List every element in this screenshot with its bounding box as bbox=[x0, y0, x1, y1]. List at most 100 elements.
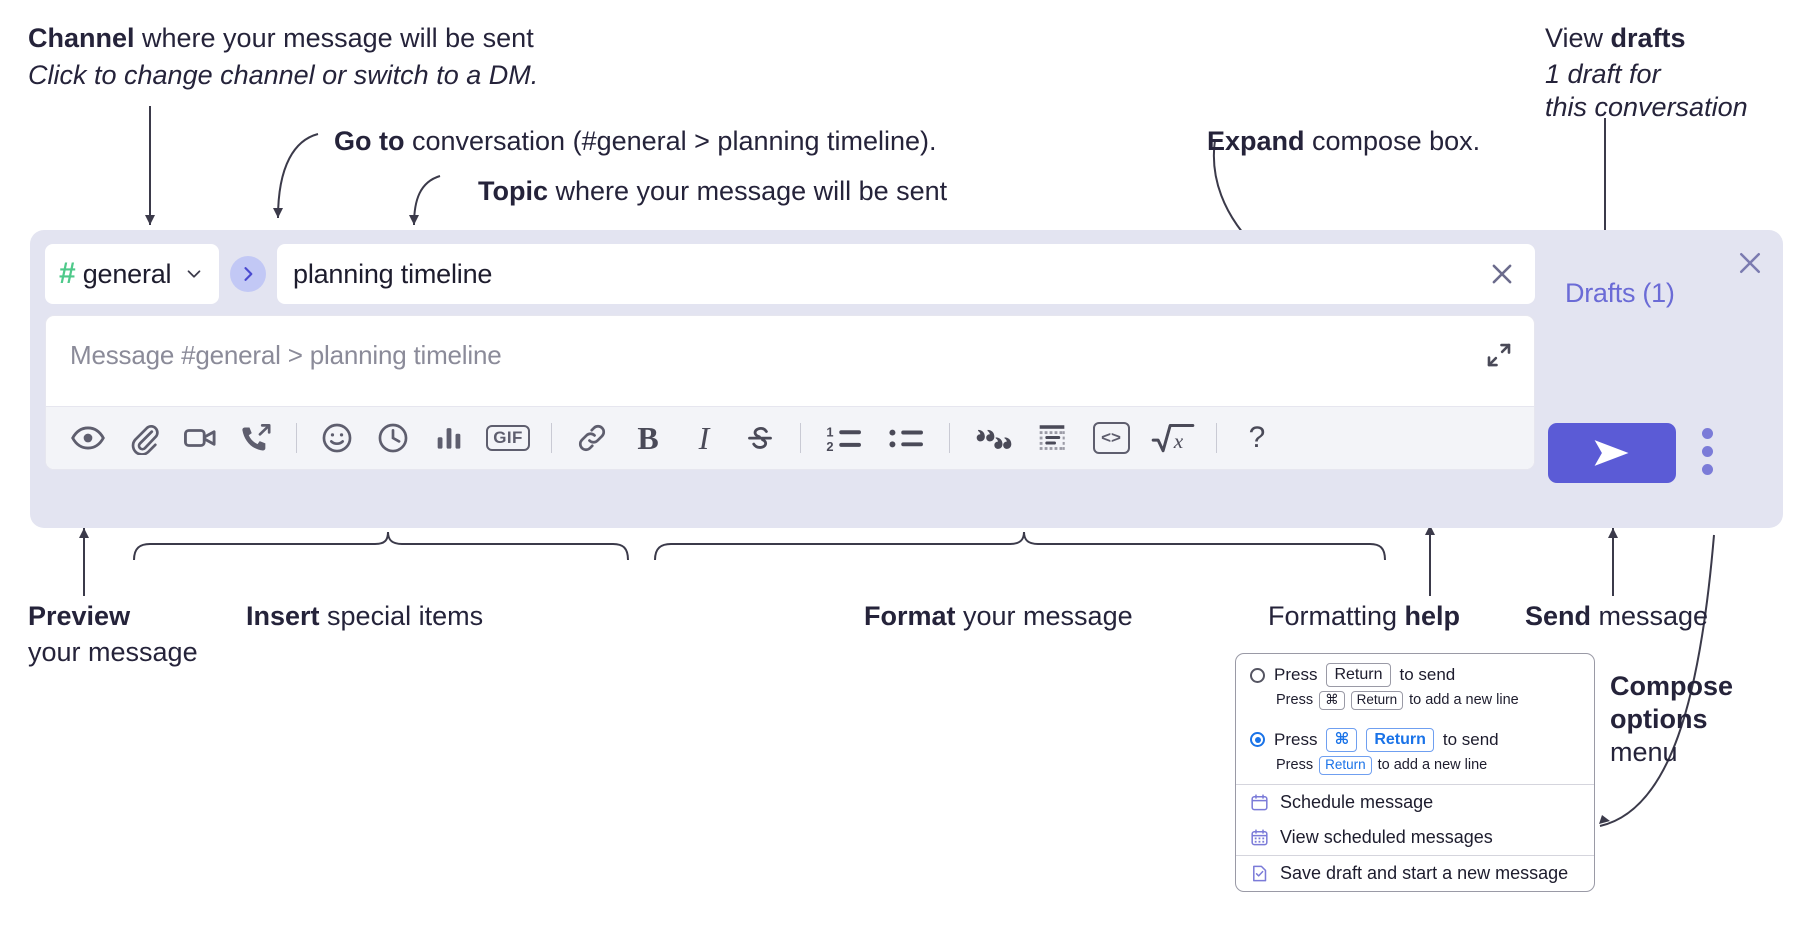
menu-item-view-scheduled-messages[interactable]: View scheduled messages bbox=[1236, 820, 1594, 855]
emoji-icon[interactable] bbox=[309, 415, 365, 461]
menu-item-label: Schedule message bbox=[1280, 791, 1434, 812]
calendar-grid-icon bbox=[1250, 828, 1269, 847]
blockquote-icon[interactable] bbox=[962, 415, 1024, 461]
inline-code-label: <> bbox=[1092, 422, 1130, 454]
toolbar-divider bbox=[949, 423, 950, 453]
annotation-expand: Expand compose box. bbox=[1207, 125, 1480, 158]
radio-option-2-hint: Press Return to add a new line bbox=[1236, 754, 1594, 784]
preview-icon[interactable] bbox=[60, 415, 116, 461]
drafts-link[interactable]: Drafts (1) bbox=[1565, 278, 1675, 308]
help-label: ? bbox=[1248, 421, 1266, 454]
key-return: Return bbox=[1350, 691, 1404, 710]
italic-icon[interactable]: I bbox=[676, 415, 732, 461]
toolbar-divider bbox=[800, 423, 801, 453]
mention-clock-icon[interactable] bbox=[365, 415, 421, 461]
kebab-dot bbox=[1702, 446, 1713, 457]
annotation-compose-bold2: options bbox=[1610, 703, 1708, 734]
bulleted-list-icon[interactable] bbox=[875, 415, 937, 461]
annotation-channel-rest: where your message will be sent bbox=[134, 23, 534, 53]
radio-option-cmd-return-to-send[interactable]: Press ⌘ Return to send bbox=[1236, 719, 1594, 754]
message-placeholder: Message #general > planning timeline bbox=[70, 340, 502, 370]
message-box: Message #general > planning timeline bbox=[45, 315, 1535, 470]
svg-text:x: x bbox=[1173, 429, 1184, 453]
hash-icon: # bbox=[59, 257, 76, 290]
italic-label: I bbox=[698, 420, 710, 456]
chevron-down-icon bbox=[183, 263, 205, 285]
calendar-icon bbox=[1250, 793, 1269, 812]
annotation-topic-rest: where your message will be sent bbox=[548, 176, 948, 206]
ordered-list-icon[interactable]: 1 2 bbox=[813, 415, 875, 461]
audio-clip-icon[interactable] bbox=[228, 415, 284, 461]
menu-item-schedule-message[interactable]: Schedule message bbox=[1236, 785, 1594, 820]
key-return: Return bbox=[1366, 727, 1434, 752]
panel-close-button[interactable] bbox=[1735, 248, 1765, 278]
send-button[interactable] bbox=[1548, 423, 1676, 483]
annotation-goto-bold: Go to bbox=[334, 126, 405, 156]
annotation-send: Send message bbox=[1525, 600, 1708, 633]
chevron-right-icon bbox=[238, 264, 258, 284]
menu-item-label: Save draft and start a new message bbox=[1280, 862, 1569, 883]
annotation-drafts: View drafts 1 draft for this conversatio… bbox=[1545, 22, 1814, 124]
video-clip-icon[interactable] bbox=[172, 415, 228, 461]
annotation-format: Format your message bbox=[864, 600, 1133, 633]
math-icon[interactable]: x bbox=[1142, 415, 1204, 461]
radio-selected[interactable] bbox=[1250, 732, 1265, 748]
annotation-preview-rest: your message bbox=[28, 636, 198, 667]
radio2-press: Press bbox=[1274, 729, 1318, 749]
annotation-insert: Insert special items bbox=[246, 600, 483, 633]
draft-check-icon bbox=[1250, 864, 1269, 883]
code-block-icon[interactable] bbox=[1024, 415, 1080, 461]
annotation-topic: Topic where your message will be sent bbox=[478, 175, 947, 208]
annotation-drafts-bold: drafts bbox=[1610, 23, 1686, 53]
help-icon[interactable]: ? bbox=[1229, 415, 1285, 461]
compose-header-row: # general planning timeline bbox=[45, 244, 1535, 304]
strikethrough-icon[interactable] bbox=[732, 415, 788, 461]
expand-diagonal-icon[interactable] bbox=[1484, 340, 1514, 370]
gif-label: GIF bbox=[486, 425, 530, 451]
menu-item-label: View scheduled messages bbox=[1280, 826, 1493, 847]
message-input[interactable]: Message #general > planning timeline bbox=[46, 316, 1534, 406]
menu-divider bbox=[1236, 783, 1594, 785]
annotation-compose-rest: menu bbox=[1610, 736, 1678, 767]
compose-options-button[interactable] bbox=[1702, 428, 1713, 475]
annotation-help-lead: Formatting bbox=[1268, 601, 1405, 631]
menu-item-save-draft[interactable]: Save draft and start a new message bbox=[1236, 856, 1594, 891]
bold-icon[interactable]: B bbox=[620, 415, 676, 461]
channel-name: general bbox=[82, 258, 172, 289]
link-icon[interactable] bbox=[564, 415, 620, 461]
key-command: ⌘ bbox=[1319, 691, 1345, 710]
goto-conversation-button[interactable] bbox=[230, 256, 266, 292]
annotation-expand-rest: compose box. bbox=[1304, 126, 1481, 156]
annotation-topic-bold: Topic bbox=[478, 176, 548, 206]
annotation-send-rest: message bbox=[1591, 601, 1709, 631]
poll-bars-icon[interactable] bbox=[421, 415, 477, 461]
channel-select[interactable]: # general bbox=[45, 244, 219, 304]
kebab-dot bbox=[1702, 428, 1713, 439]
compose-panel: # general planning timeline bbox=[30, 230, 1783, 528]
annotation-format-bold: Format bbox=[864, 601, 956, 631]
radio-unselected[interactable] bbox=[1250, 667, 1265, 683]
compose-options-menu: Press Return to send Press ⌘ Return to a… bbox=[1235, 653, 1595, 892]
inline-code-icon[interactable]: <> bbox=[1080, 415, 1142, 461]
attachment-icon[interactable] bbox=[116, 415, 172, 461]
radio2-sub-tail: to add a new line bbox=[1377, 757, 1488, 774]
topic-clear-button[interactable] bbox=[1487, 259, 1517, 289]
gif-icon[interactable]: GIF bbox=[477, 415, 539, 461]
annotation-expand-bold: Expand bbox=[1207, 126, 1305, 156]
radio-option-return-to-send[interactable]: Press Return to send bbox=[1236, 654, 1594, 689]
annotation-preview: Preview your message bbox=[28, 600, 248, 669]
annotation-channel-bold: Channel bbox=[28, 23, 135, 53]
radio2-sub-press: Press bbox=[1276, 757, 1314, 774]
menu-divider bbox=[1236, 854, 1594, 856]
svg-text:2: 2 bbox=[826, 439, 833, 454]
compose-inner: # general planning timeline bbox=[45, 244, 1535, 470]
topic-field[interactable]: planning timeline bbox=[277, 244, 1535, 304]
annotation-drafts-italic2: this conversation bbox=[1545, 91, 1748, 122]
annotation-preview-bold: Preview bbox=[28, 601, 131, 631]
annotation-compose-options: Compose options menu bbox=[1610, 670, 1810, 769]
key-return: Return bbox=[1319, 755, 1372, 775]
annotation-send-bold: Send bbox=[1525, 601, 1592, 631]
formatting-toolbar: GIF B I bbox=[46, 406, 1534, 469]
radio1-tail: to send bbox=[1399, 665, 1456, 684]
key-return: Return bbox=[1326, 663, 1391, 687]
